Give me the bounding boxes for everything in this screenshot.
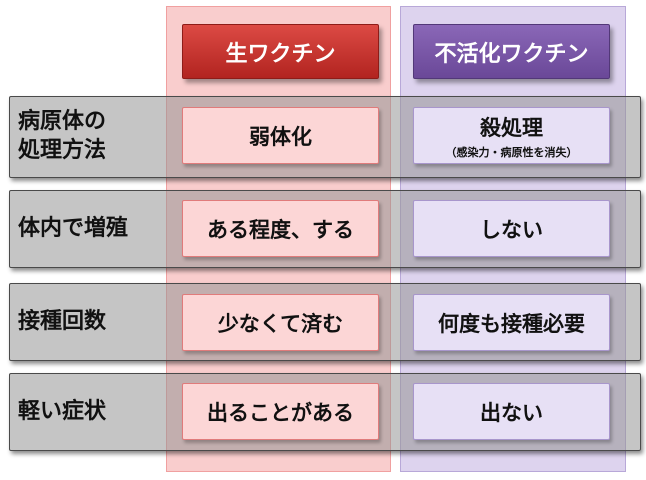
cell-inactivated-dose-count-text: 何度も接種必要: [438, 311, 585, 336]
cell-live-treatment-method-text: 弱体化: [249, 124, 312, 149]
cell-inactivated-treatment-method-note: （感染力・病原性を消失）: [445, 145, 578, 159]
cell-live-replication: ある程度、する: [182, 200, 379, 257]
inactivated-vaccine-header-label: 不活化ワクチン: [434, 41, 589, 67]
cell-live-treatment-method: 弱体化: [182, 107, 379, 164]
cell-inactivated-mild-symptoms: 出ない: [413, 383, 610, 440]
live-vaccine-header: 生ワクチン: [182, 24, 379, 79]
cell-inactivated-treatment-method-text: 殺処理: [480, 115, 543, 140]
cell-inactivated-mild-symptoms-text: 出ない: [480, 400, 543, 425]
cell-live-dose-count-text: 少なくて済む: [217, 311, 344, 336]
cell-live-mild-symptoms: 出ることがある: [182, 383, 379, 440]
row-label-treatment-method: 病原体の 処理方法: [18, 109, 107, 163]
cell-live-dose-count: 少なくて済む: [182, 294, 379, 351]
row-label-dose-count: 接種回数: [18, 308, 107, 334]
cell-inactivated-treatment-method: 殺処理 （感染力・病原性を消失）: [413, 107, 610, 164]
cell-inactivated-replication-text: しない: [480, 217, 543, 242]
cell-live-replication-text: ある程度、する: [207, 217, 354, 242]
cell-inactivated-replication: しない: [413, 200, 610, 257]
cell-live-mild-symptoms-text: 出ることがある: [207, 400, 354, 425]
inactivated-vaccine-header: 不活化ワクチン: [413, 24, 610, 79]
live-vaccine-header-label: 生ワクチン: [225, 41, 336, 67]
cell-inactivated-dose-count: 何度も接種必要: [413, 294, 610, 351]
row-label-mild-symptoms: 軽い症状: [18, 398, 107, 424]
row-label-replication: 体内で増殖: [18, 215, 129, 241]
